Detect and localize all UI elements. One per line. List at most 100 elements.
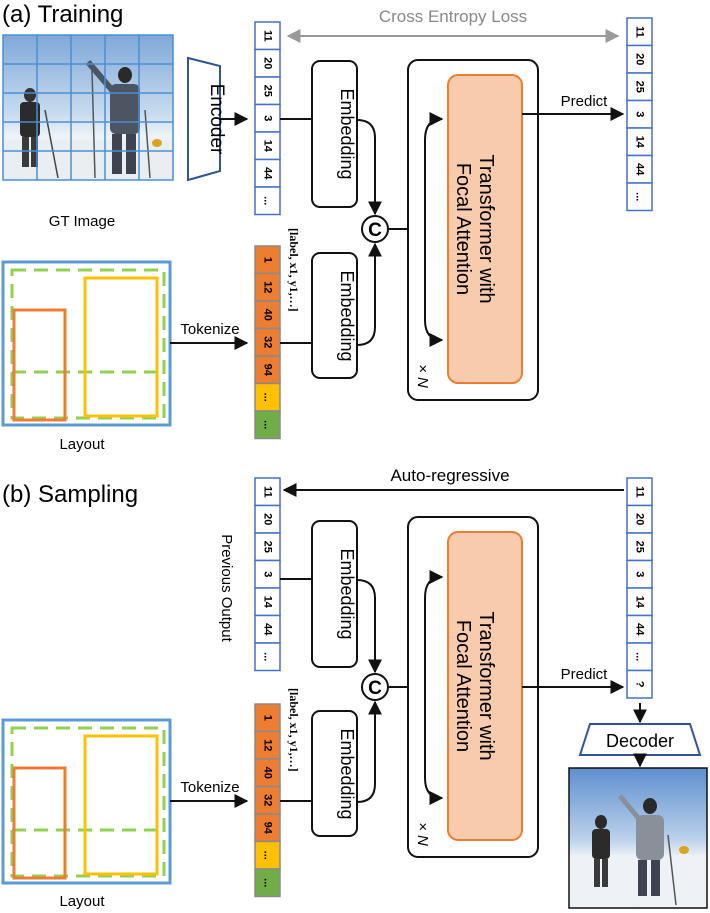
token-cell: ... (626, 642, 653, 672)
token-cell: 20 (626, 44, 653, 74)
token-value: 12 (262, 281, 274, 293)
token-cell: 32 (254, 785, 281, 815)
residual-loop-sampling (424, 570, 444, 805)
token-cell-box (254, 382, 281, 412)
token-value: 3 (634, 571, 646, 577)
layout-caption-sampling: Layout (59, 893, 105, 910)
token-value: 94 (262, 822, 274, 835)
token-value: 20 (262, 57, 274, 69)
token-cell: 1 (254, 245, 281, 275)
token-value: 44 (634, 163, 646, 176)
token-cell: ... (254, 382, 281, 412)
layout-sketch-sampling (1, 718, 172, 885)
transformer-label-training-1: Transformer with (475, 154, 497, 303)
autoregressive-label: Auto-regressive (390, 466, 509, 485)
layout-caption-training: Layout (59, 436, 105, 453)
token-cell-box (626, 477, 653, 507)
embed-top-to-concat-sampling (356, 579, 382, 674)
token-value: 14 (634, 596, 646, 609)
token-value: 25 (262, 85, 274, 97)
embedding-block-bottom (311, 252, 358, 379)
training-title: (a) Training (2, 1, 123, 28)
token-value: 1 (262, 715, 274, 721)
token-value: 14 (262, 140, 274, 153)
embedding-block-bottom-sampling (311, 710, 358, 837)
predicted-token-column: 11202531444... (626, 17, 653, 212)
token-value: ... (262, 196, 274, 205)
token-cell-box (254, 355, 281, 385)
token-value: 20 (262, 513, 274, 525)
bbox-format-sampling: [label, x1, y1,…] (287, 688, 301, 772)
token-cell-box (254, 703, 281, 733)
token-cell: 3 (254, 559, 281, 589)
token-cell-box (254, 48, 281, 78)
token-value: ... (262, 851, 274, 860)
token-cell: 94 (254, 813, 281, 843)
token-cell-box (626, 182, 653, 212)
bbox-format-training: [label, x1, y1,…] (287, 228, 301, 312)
token-cell-box (254, 504, 281, 534)
token-value: 11 (634, 26, 646, 38)
image-token-column: 11202531444... (254, 21, 281, 216)
token-cell-box (626, 44, 653, 74)
token-value: 11 (634, 486, 646, 498)
token-cell: 11 (254, 477, 281, 507)
token-value: 14 (634, 136, 646, 149)
token-cell: 94 (254, 355, 281, 385)
token-cell-box (254, 477, 281, 507)
token-cell-box (254, 131, 281, 161)
token-value: 3 (262, 571, 274, 577)
token-cell-box (626, 587, 653, 617)
token-cell-box (626, 72, 653, 102)
token-cell: 25 (254, 532, 281, 562)
embedding-label-top: Embedding (337, 88, 357, 179)
token-cell: 14 (626, 127, 653, 157)
token-cell: ... (626, 182, 653, 212)
layout-token-column-sampling: 1 12 40 32 94...... (254, 703, 281, 898)
token-cell-box (254, 730, 281, 760)
transformer-label-training-2: Focal Attention (452, 163, 474, 295)
token-cell-box (254, 642, 281, 672)
token-value: 12 (262, 739, 274, 751)
token-cell: ... (254, 642, 281, 672)
token-cell: 20 (254, 504, 281, 534)
tokenize-label-training: Tokenize (180, 321, 239, 338)
concat-symbol-sampling: C (368, 678, 382, 699)
token-cell: 32 (254, 327, 281, 357)
layout-token-column: 1 12 40 32 94...... (254, 245, 281, 440)
token-value: 1 (262, 257, 274, 263)
transformer-label-sampling-1: Transformer with (475, 611, 497, 760)
token-value: 25 (262, 541, 274, 553)
token-value: 32 (262, 794, 274, 806)
token-cell: ... (254, 186, 281, 216)
token-cell: 44 (626, 154, 653, 184)
token-cell-box (626, 99, 653, 129)
token-value: 11 (262, 30, 274, 42)
layout-sketch-training (1, 260, 172, 427)
concat-symbol-training: C (368, 220, 382, 241)
loss-label: Cross Entropy Loss (379, 7, 527, 26)
token-cell: 44 (254, 614, 281, 644)
decoder-label: Decoder (606, 731, 674, 751)
token-value: 40 (262, 309, 274, 321)
token-cell: ... (254, 410, 281, 440)
embed-bottom-to-concat-sampling (356, 700, 382, 803)
encoder-label: Encoder (206, 84, 227, 155)
predict-label-sampling: Predict (561, 666, 609, 683)
token-cell-box (626, 614, 653, 644)
token-value: 32 (262, 336, 274, 348)
token-value: ... (262, 878, 274, 887)
repeat-label-sampling: × N (414, 822, 431, 846)
token-cell-box (254, 327, 281, 357)
token-cell: 40 (254, 758, 281, 788)
token-value: 25 (634, 541, 646, 553)
token-cell: 12 (254, 730, 281, 760)
token-value: ... (634, 652, 646, 661)
encoder-block (187, 56, 221, 182)
token-cell-box (254, 21, 281, 51)
token-value: ... (262, 393, 274, 402)
token-cell-box (254, 76, 281, 106)
repeat-label-training: × N (414, 364, 431, 388)
token-cell-box (254, 868, 281, 898)
